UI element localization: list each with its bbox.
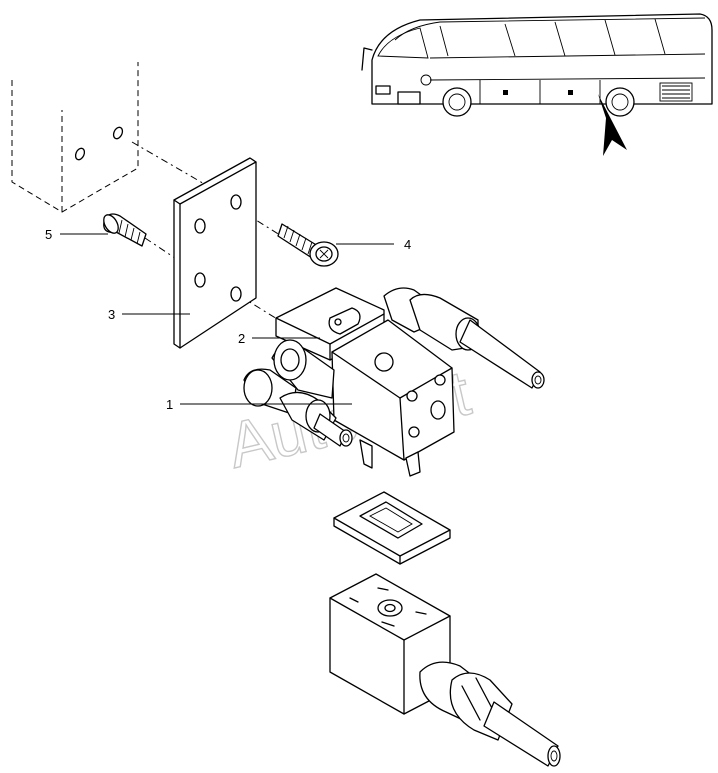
solenoid-valve-assembly — [243, 287, 545, 477]
alignment-line-screw — [144, 237, 176, 259]
location-arrow-icon — [598, 94, 627, 156]
callout-3: 3 — [108, 307, 190, 322]
callout-label-5: 5 — [45, 227, 52, 242]
gasket — [333, 491, 451, 565]
callout-2: 2 — [238, 331, 320, 346]
countersunk-screw — [103, 213, 147, 247]
bracket-plate — [173, 157, 257, 349]
callout-label-1: 1 — [166, 397, 173, 412]
callout-label-4: 4 — [404, 237, 411, 252]
mounting-wall — [11, 62, 139, 213]
self-tapping-screw-with-washer — [277, 223, 339, 267]
callout-5: 5 — [45, 227, 108, 242]
bus-location-illustration — [361, 13, 713, 156]
connector-plug — [329, 573, 561, 767]
callout-label-2: 2 — [238, 331, 245, 346]
callout-4: 4 — [336, 237, 411, 252]
callout-1: 1 — [166, 397, 352, 412]
callout-label-3: 3 — [108, 307, 115, 322]
